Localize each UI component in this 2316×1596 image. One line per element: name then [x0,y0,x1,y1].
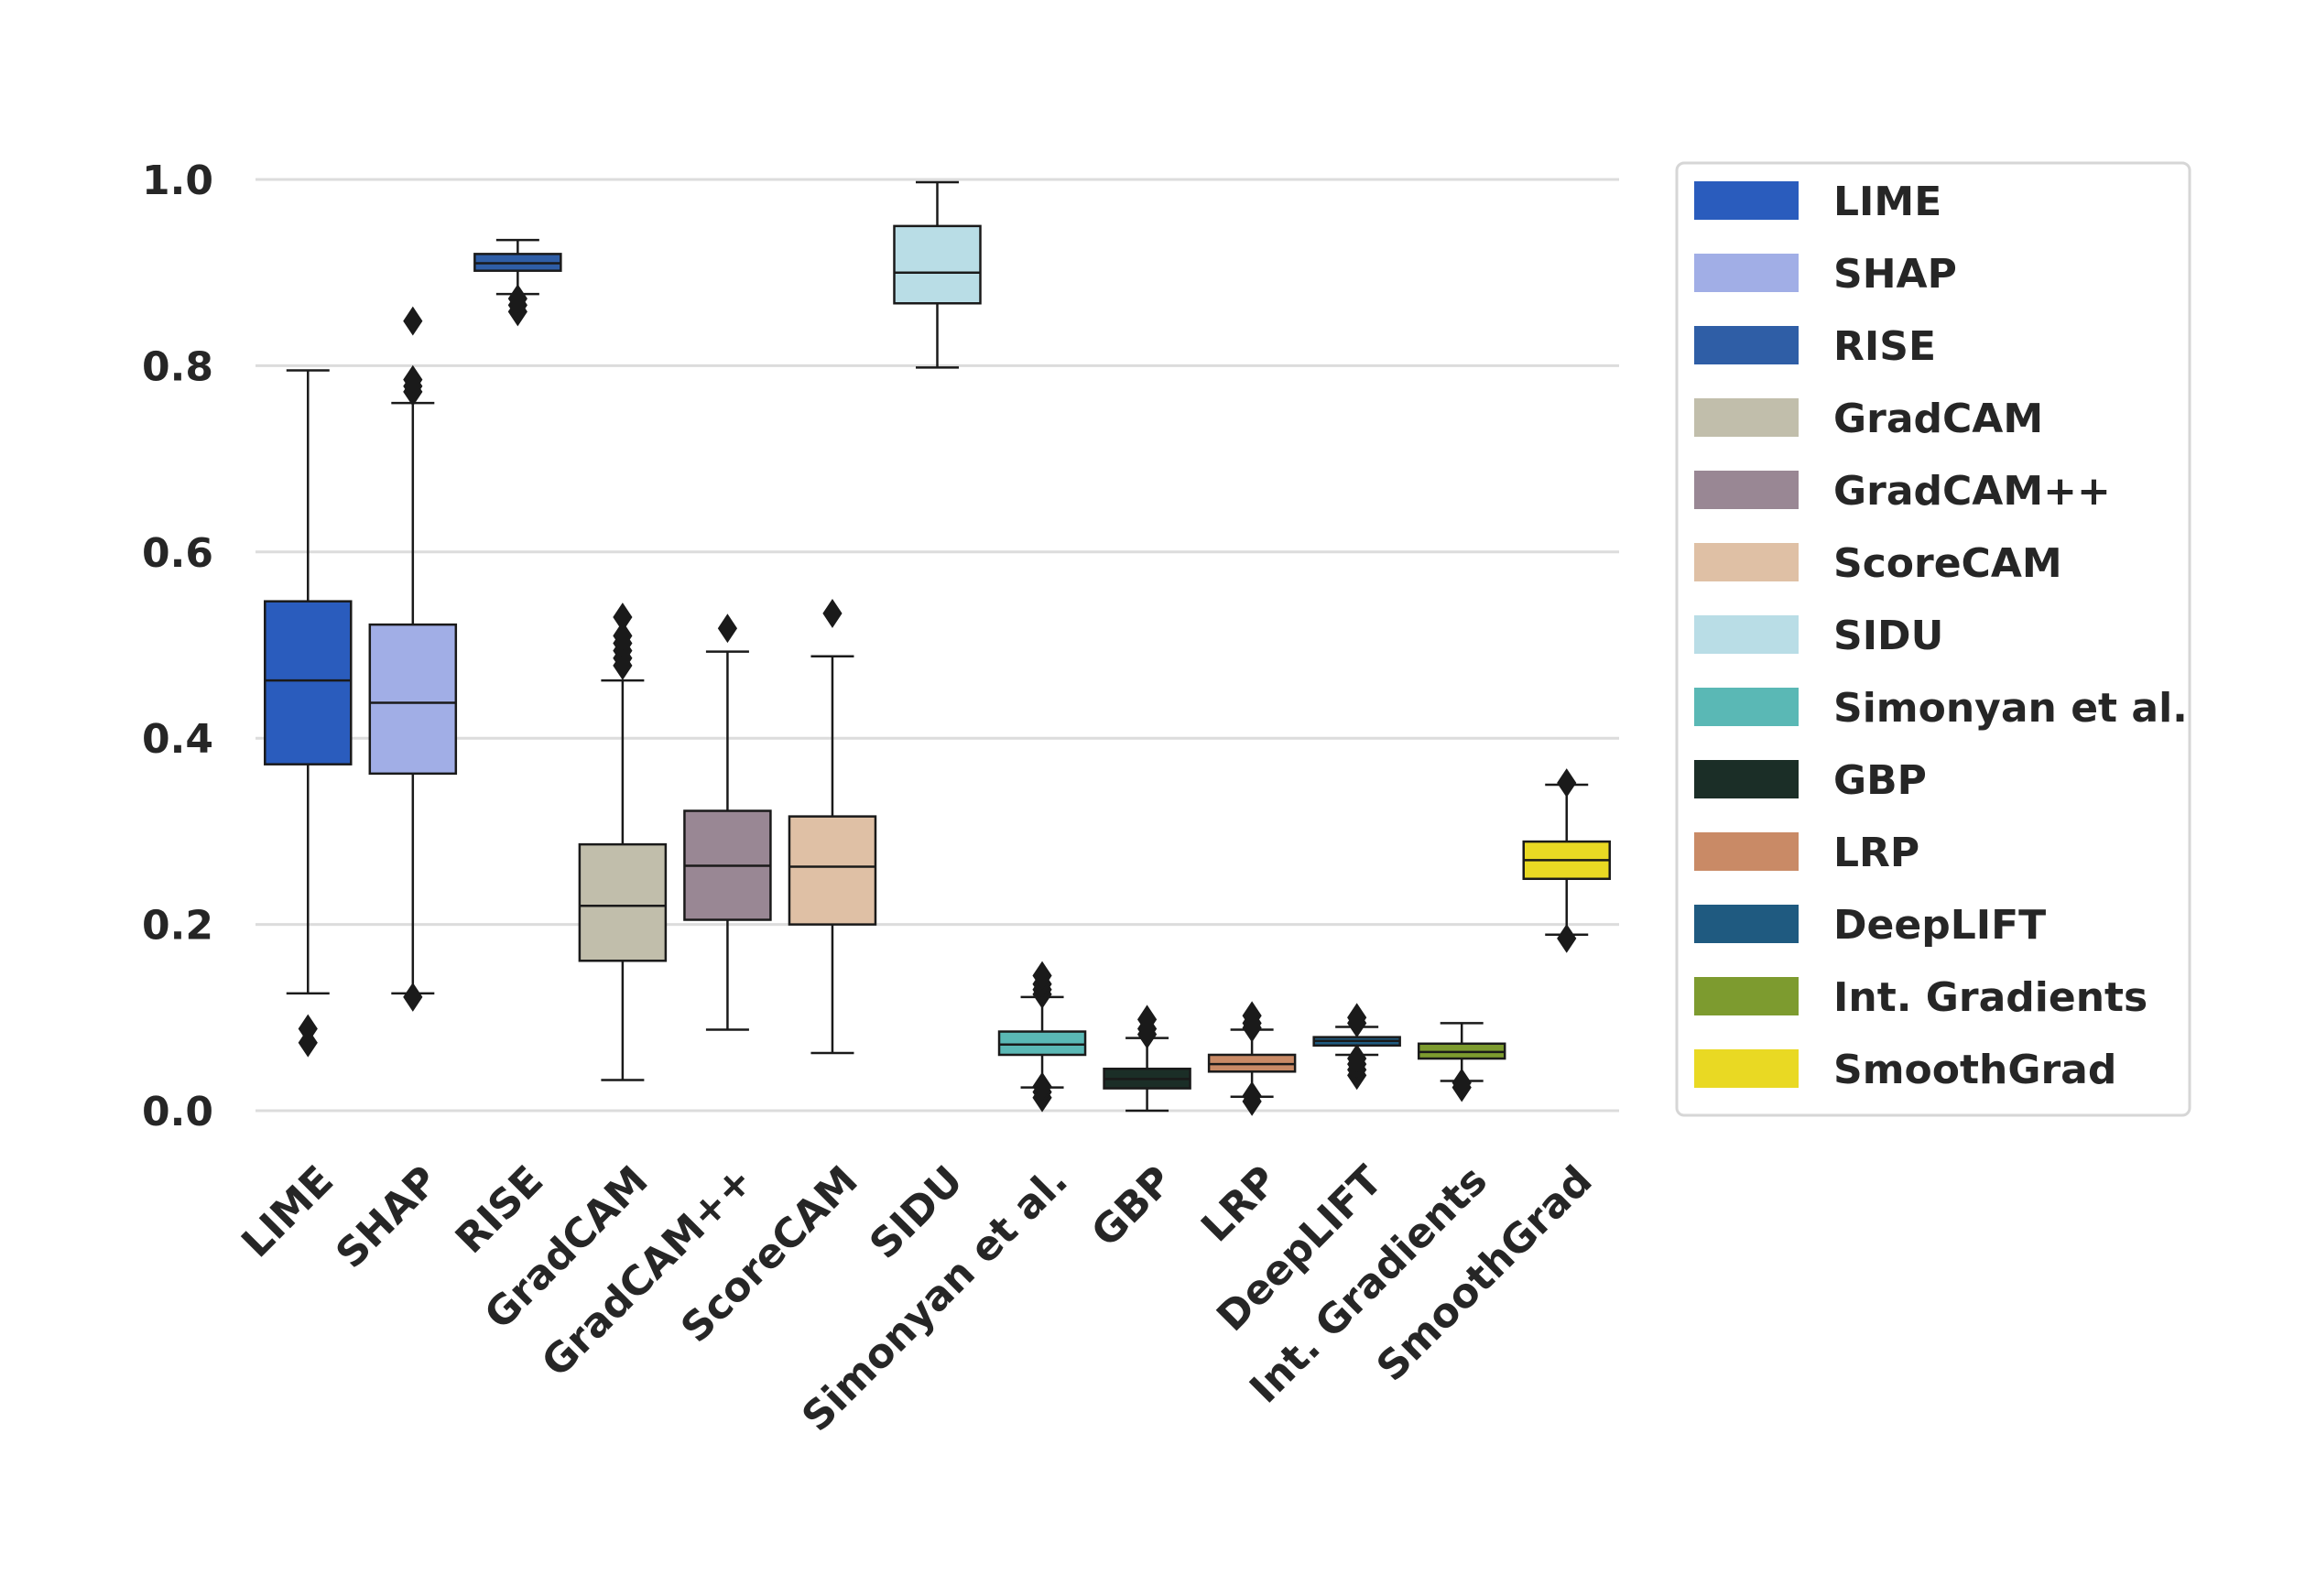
box-iqr [893,224,982,305]
legend-entry: DeepLIFT [1694,902,2046,949]
box-lrp [1207,1001,1297,1116]
legend-entry: GBP [1694,757,1927,804]
box-iqr [788,815,877,926]
legend-entry: RISE [1694,323,1936,370]
x-tick-label: SHAP [327,1157,447,1277]
outlier-point [613,621,633,651]
outlier-point [717,613,738,644]
legend-entry: GradCAM [1694,396,2043,442]
legend-frame [1675,161,2191,1117]
legend-entry: LRP [1694,830,1919,876]
legend-swatch [1694,326,1799,364]
legend-swatch [1694,905,1799,943]
legend-label: ScoreCAM [1833,540,2062,587]
legend-swatch [1694,832,1799,871]
legend-swatch [1694,471,1799,509]
box-deeplift [1312,1003,1401,1091]
legend-swatch [1694,181,1799,220]
box-gbp [1103,1004,1191,1113]
legend-swatch [1694,688,1799,726]
legend-entry: Int. Gradients [1694,974,2147,1021]
legend-label: Int. Gradients [1833,974,2147,1021]
legend-label: LRP [1833,830,1919,876]
legend: LIME SHAP RISE GradCAM GradCAM++ ScoreCAM SIDU… [1675,161,2191,1117]
legend-swatch [1694,398,1799,437]
y-axis: 0.0 0.2 0.4 0.6 0.8 1.0 [142,157,213,1135]
legend-swatch [1694,977,1799,1015]
box-simonyan-et-al- [997,961,1087,1113]
box-rise [473,238,562,327]
legend-swatch [1694,543,1799,581]
legend-label: GradCAM++ [1833,468,2111,515]
x-tick-label: LIME [233,1157,343,1267]
outlier-point [1557,923,1577,953]
outlier-point [1032,961,1052,991]
outlier-point [1347,1044,1367,1073]
legend-label: DeepLIFT [1833,902,2046,949]
outlier-point [1242,1001,1262,1031]
box-iqr [368,623,458,776]
outlier-point [507,284,527,314]
outlier-point [1242,1080,1262,1111]
box-scorecam [788,599,877,1055]
y-tick-label: 0.4 [142,716,213,763]
legend-label: SHAP [1833,251,1957,298]
outlier-point [403,306,423,336]
box-gradcam [578,603,668,1081]
outlier-point [1557,768,1577,798]
legend-swatch [1694,254,1799,292]
legend-label: RISE [1833,323,1936,370]
outlier-point [1452,1068,1472,1098]
box-iqr [264,600,353,765]
outlier-point [1136,1004,1158,1035]
x-tick-label: LRP [1192,1157,1287,1252]
outlier-point [1032,1071,1052,1102]
outlier-point [403,983,423,1012]
boxes [264,180,1611,1116]
outlier-point [613,603,633,632]
legend-entry: ScoreCAM [1694,540,2062,587]
legend-entry: GradCAM++ [1694,468,2111,515]
legend-label: GradCAM [1833,396,2043,442]
box-smoothgrad [1522,768,1611,953]
legend-swatch [1694,1049,1799,1088]
legend-entry: SmoothGrad [1694,1047,2116,1093]
legend-swatch [1694,615,1799,654]
legend-entry: SHAP [1694,251,1957,298]
legend-label: Simonyan et al. [1833,685,2188,732]
legend-label: LIME [1833,179,1941,225]
outlier-point [298,1014,318,1044]
legend-entry: Simonyan et al. [1694,685,2188,732]
outlier-point [1347,1003,1367,1033]
legend-entry: SIDU [1694,613,1943,659]
box-iqr [578,842,668,962]
legend-swatch [1694,760,1799,798]
outlier-point [822,599,843,628]
legend-entry: LIME [1694,179,1941,225]
legend-label: SIDU [1833,613,1943,659]
box-gradcam- [683,613,772,1031]
y-tick-label: 0.2 [142,903,213,950]
y-tick-label: 1.0 [142,157,213,204]
box-lime [264,369,353,1058]
legend-label: SmoothGrad [1833,1047,2116,1093]
x-tick-label: GBP [1082,1157,1181,1256]
box-shap [368,306,458,1012]
legend-label: GBP [1833,757,1927,804]
box-sidu [893,180,982,369]
outlier-point [403,364,423,395]
box-int-gradients [1417,1022,1506,1102]
box-iqr [997,1030,1087,1057]
y-tick-label: 0.6 [142,530,213,577]
y-tick-label: 0.0 [142,1089,213,1135]
y-tick-label: 0.8 [142,343,213,390]
